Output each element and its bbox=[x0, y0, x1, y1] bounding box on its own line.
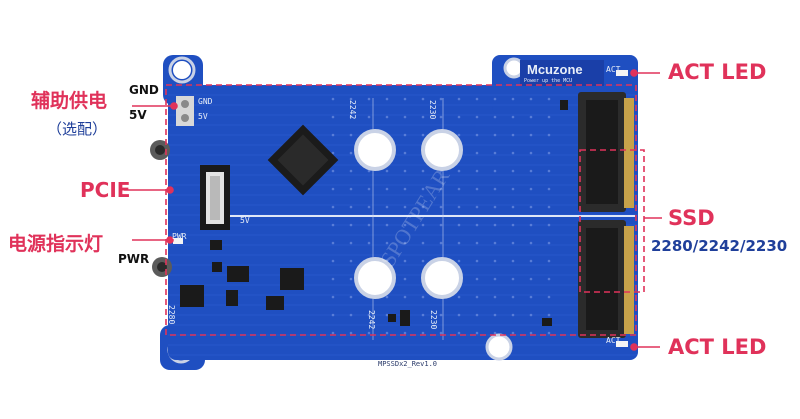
annotation-ssd-sizes: 2280/2242/2230 bbox=[651, 237, 788, 255]
annotation-aux-power: 辅助供电 bbox=[31, 90, 108, 112]
annotation-leaders bbox=[124, 69, 662, 351]
annotation-act-led-bottom: ACT LED bbox=[668, 335, 767, 359]
silk-5v: 5V bbox=[198, 112, 208, 121]
silk-2280: 2280 bbox=[167, 305, 176, 325]
annotation-pcie: PCIE bbox=[80, 178, 131, 202]
silk-act-bottom: ACT bbox=[606, 336, 621, 345]
annotation-ssd: SSD bbox=[668, 206, 715, 230]
screw-left-bottom bbox=[152, 257, 172, 277]
silk-2230-bottom: 2230 bbox=[429, 310, 438, 330]
m2-slot-bottom bbox=[578, 220, 634, 338]
annotation-aux-power-sub: （选配） bbox=[47, 120, 108, 138]
silk-2242-bottom: 2242 bbox=[367, 310, 376, 330]
silk-2230-top: 2230 bbox=[428, 100, 437, 120]
power-led bbox=[173, 238, 183, 244]
screw-left-top bbox=[150, 140, 170, 160]
controller-chip bbox=[267, 124, 339, 196]
silk-gnd: GND bbox=[198, 97, 213, 106]
logo-text: Mcuzone bbox=[527, 62, 583, 77]
silk-model: MPSSDx2_Rev1.0 bbox=[378, 360, 438, 368]
small-components bbox=[180, 100, 568, 326]
silk-act-top: ACT bbox=[606, 65, 621, 74]
annotation-power-led: 电源指示灯 bbox=[8, 233, 104, 255]
silk-pwr: PWR bbox=[172, 232, 187, 241]
pcie-fpc-connector bbox=[200, 165, 230, 230]
act-led-bottom bbox=[616, 341, 628, 347]
silk-5v-mid: 5V bbox=[240, 216, 250, 225]
act-led-top bbox=[616, 70, 628, 76]
logo-plate bbox=[520, 60, 604, 86]
annotation-5v: 5V bbox=[129, 108, 147, 122]
aux-power-header bbox=[176, 96, 194, 126]
logo-subtitle: Power up the MCU bbox=[524, 78, 573, 84]
silk-2242-top: 2242 bbox=[348, 100, 357, 120]
annotation-outlines bbox=[165, 84, 645, 336]
annotation-act-led-top: ACT LED bbox=[668, 60, 767, 84]
annotation-pwr: PWR bbox=[118, 252, 150, 266]
annotation-gnd: GND bbox=[129, 83, 159, 97]
standoff-holes bbox=[354, 57, 525, 361]
m2-slot-top bbox=[578, 92, 634, 212]
